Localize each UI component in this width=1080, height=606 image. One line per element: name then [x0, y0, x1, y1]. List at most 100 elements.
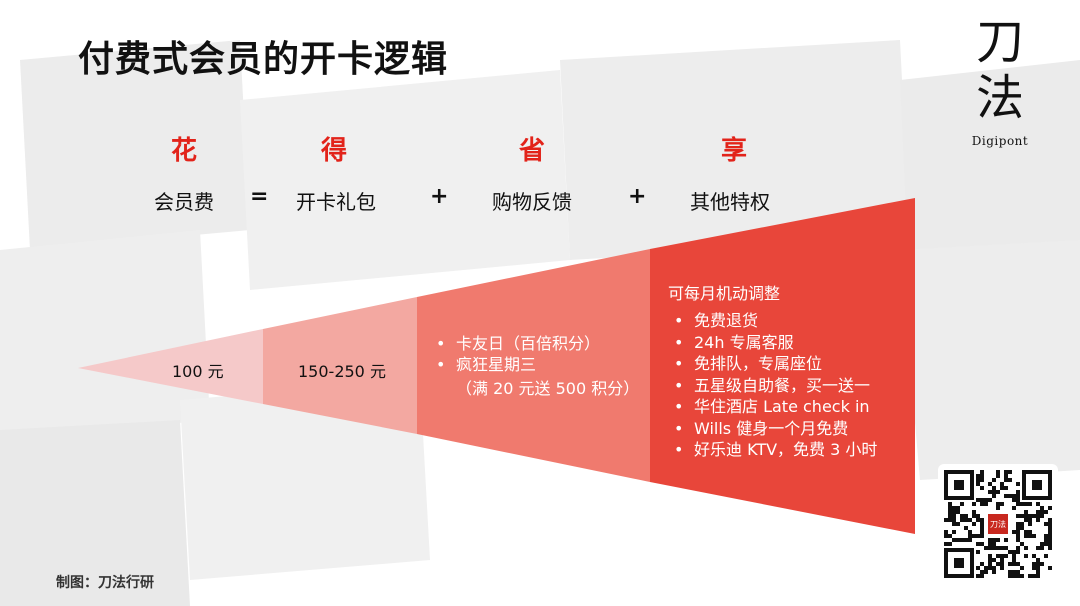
- list-item: 免费退货: [672, 310, 877, 332]
- qr-module: [980, 498, 984, 502]
- qr-module: [1024, 518, 1028, 522]
- qr-module: [1048, 506, 1052, 510]
- qr-module: [1012, 554, 1016, 558]
- qr-module: [1028, 514, 1032, 518]
- formula-term-fee: 会员费: [154, 190, 214, 214]
- qr-module: [1000, 566, 1004, 570]
- qr-module: [996, 546, 1000, 550]
- qr-module: [992, 486, 996, 490]
- qr-module: [1020, 566, 1024, 570]
- qr-module: [1016, 550, 1020, 554]
- qr-module: [952, 510, 956, 514]
- qr-module: [968, 534, 972, 538]
- qr-module: [1016, 562, 1020, 566]
- segment-4-heading: 可每月机动调整: [668, 284, 781, 303]
- qr-module: [1028, 534, 1032, 538]
- qr-module: [1048, 538, 1052, 542]
- qr-module: [980, 522, 984, 526]
- qr-module: [988, 490, 992, 494]
- qr-module: [952, 518, 956, 522]
- qr-module: [996, 490, 1000, 494]
- qr-module: [1016, 490, 1020, 494]
- header-enjoy: 享: [720, 136, 747, 166]
- qr-module: [992, 570, 996, 574]
- qr-module: [1048, 534, 1052, 538]
- qr-module: [1016, 574, 1020, 578]
- segment-2-label: 150-250 元: [298, 362, 386, 381]
- list-item: 卡友日（百倍积分）: [434, 333, 600, 354]
- qr-module: [1000, 546, 1004, 550]
- qr-module: [1048, 546, 1052, 550]
- qr-module: [952, 522, 956, 526]
- qr-module: [1012, 574, 1016, 578]
- qr-module: [1048, 526, 1052, 530]
- qr-module: [1024, 546, 1028, 550]
- qr-module: [1036, 566, 1040, 570]
- wedge-segment-1: [78, 329, 263, 404]
- qr-module: [1036, 514, 1040, 518]
- list-item: 24h 专属客服: [672, 332, 877, 354]
- qr-module: [1016, 546, 1020, 550]
- formula-plus-2: +: [628, 184, 647, 209]
- qr-module: [1048, 530, 1052, 534]
- qr-module: [1040, 514, 1044, 518]
- qr-module: [976, 574, 980, 578]
- list-item: 好乐迪 KTV，免费 3 小时: [672, 439, 877, 461]
- qr-module: [1024, 530, 1028, 534]
- qr-module: [1008, 478, 1012, 482]
- formula-term-privilege: 其他特权: [690, 190, 770, 214]
- qr-module: [1040, 506, 1044, 510]
- qr-module: [1012, 498, 1016, 502]
- qr-module: [1008, 470, 1012, 474]
- qr-module: [952, 530, 956, 534]
- qr-module: [1032, 534, 1036, 538]
- segment-3-list: 卡友日（百倍积分） 疯狂星期三: [434, 333, 600, 375]
- qr-module: [976, 498, 980, 502]
- qr-module: [1008, 562, 1012, 566]
- qr-module: [980, 478, 984, 482]
- list-item: 华住酒店 Late check in: [672, 396, 877, 418]
- qr-module: [976, 566, 980, 570]
- qr-module: [1004, 474, 1008, 478]
- qr-module: [996, 554, 1000, 558]
- qr-module: [1048, 522, 1052, 526]
- qr-module: [1036, 558, 1040, 562]
- qr-module: [1012, 550, 1016, 554]
- qr-module: [972, 514, 976, 518]
- brand-logo: 刀 法 Digipont: [968, 14, 1032, 148]
- qr-module: [1040, 546, 1044, 550]
- qr-module: [972, 534, 976, 538]
- qr-module: [980, 526, 984, 530]
- qr-module: [1004, 478, 1008, 482]
- page-title: 付费式会员的开卡逻辑: [78, 39, 449, 80]
- qr-module: [988, 558, 992, 562]
- qr-module: [1028, 574, 1032, 578]
- qr-module: [996, 562, 1000, 566]
- wedge-segment-2: [263, 297, 417, 434]
- qr-module: [1016, 494, 1020, 498]
- qr-module: [1048, 518, 1052, 522]
- qr-module: [980, 542, 984, 546]
- qr-module: [976, 542, 980, 546]
- qr-module: [1024, 502, 1028, 506]
- qr-module: [1012, 562, 1016, 566]
- qr-module: [980, 518, 984, 522]
- qr-module: [952, 514, 956, 518]
- qr-module: [956, 522, 960, 526]
- qr-module: [1000, 562, 1004, 566]
- qr-module: [944, 542, 948, 546]
- qr-module: [1016, 570, 1020, 574]
- qr-module: [972, 502, 976, 506]
- formula-term-gift: 开卡礼包: [296, 190, 376, 214]
- qr-module: [1036, 502, 1040, 506]
- qr-module: [988, 562, 992, 566]
- qr-module: [1020, 526, 1024, 530]
- qr-module: [992, 542, 996, 546]
- brand-subtitle: Digipont: [971, 134, 1029, 148]
- qr-module: [960, 518, 964, 522]
- qr-module: [1008, 570, 1012, 574]
- qr-module: [948, 534, 952, 538]
- qr-module: [1040, 542, 1044, 546]
